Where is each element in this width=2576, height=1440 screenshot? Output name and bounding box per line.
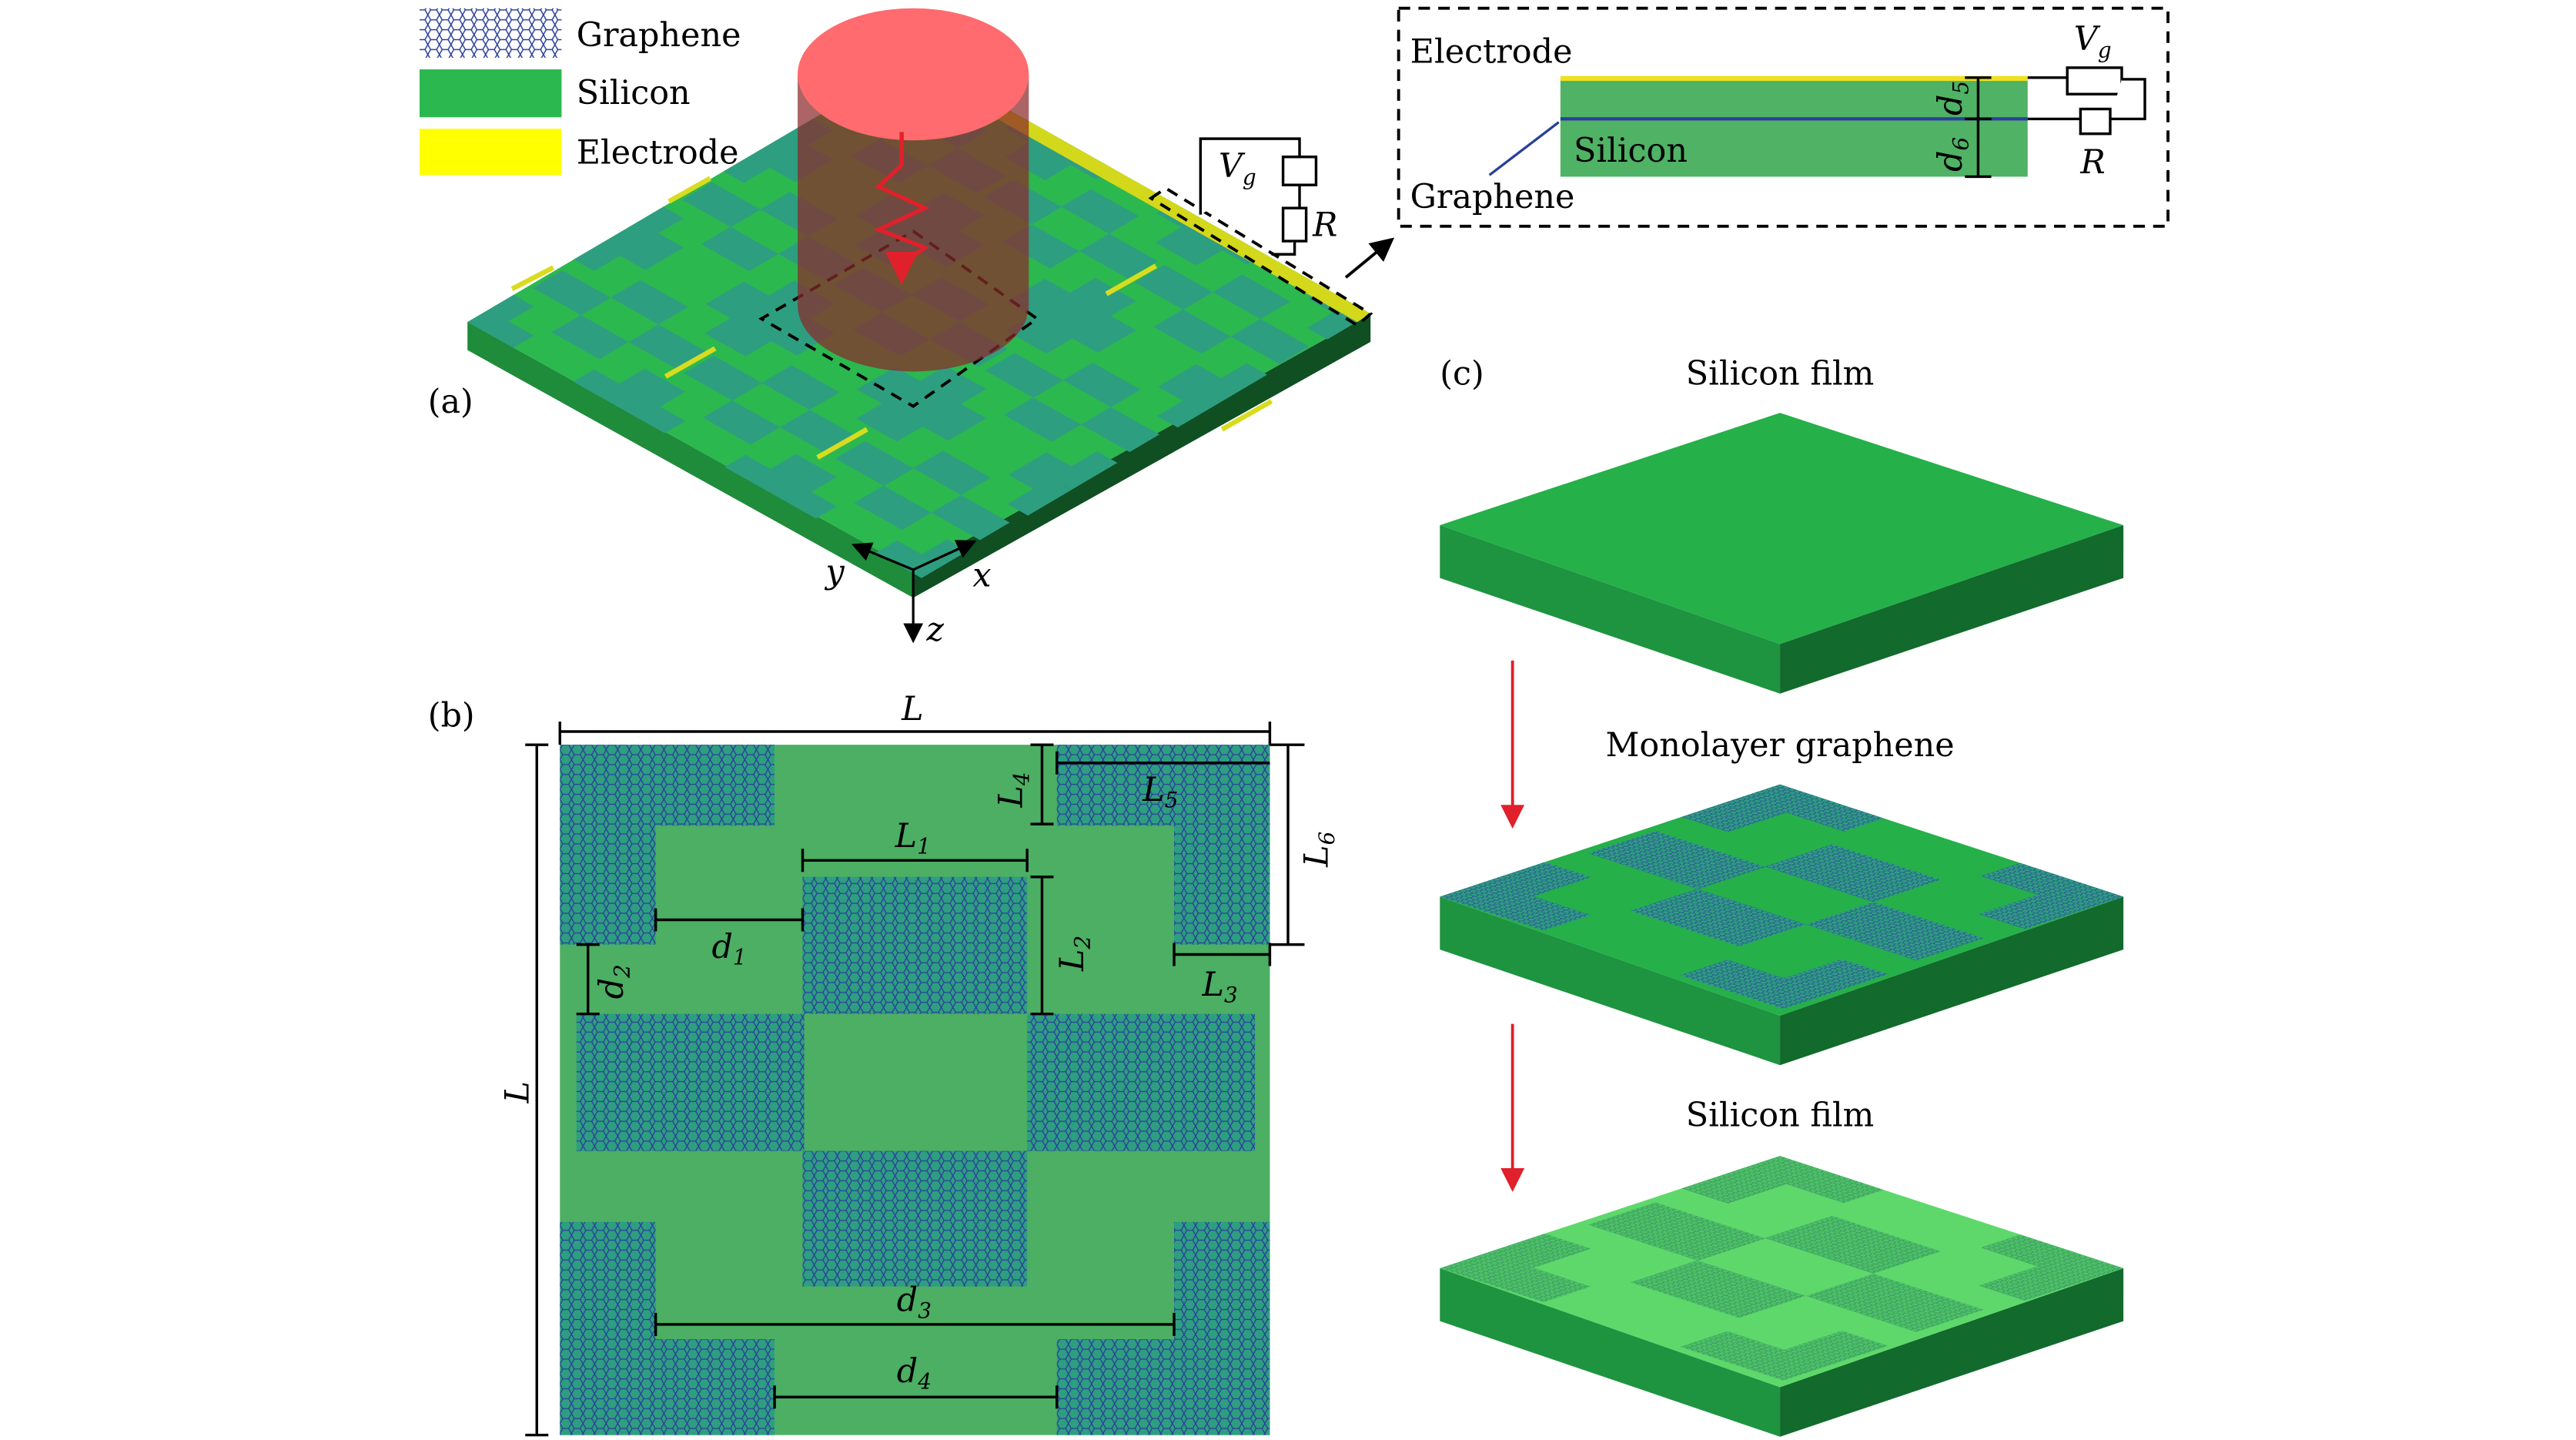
dim-L1: L1 xyxy=(895,817,931,859)
dim-L3: L3 xyxy=(1201,966,1237,1008)
legend-label-graphene: Graphene xyxy=(577,16,741,55)
incident-light-beam xyxy=(798,8,1029,372)
r-label: R xyxy=(1312,206,1337,245)
inset-r-label: R xyxy=(2079,143,2105,182)
inset-silicon-label: Silicon xyxy=(1574,132,1688,170)
panel-b-unit-cell: (b) L L L1 L2 L3 L4 L5 L6 d1 d2 d3 d4 xyxy=(428,690,1340,1437)
inset-graphene-label: Graphene xyxy=(1410,178,1575,216)
cross-section-inset: Electrode Silicon Graphene d5 d6 Vg R xyxy=(1397,6,2170,228)
resistor-symbol xyxy=(1281,206,1308,243)
dim-L6: L6 xyxy=(1297,832,1340,868)
legend-label-electrode: Electrode xyxy=(577,133,739,172)
axis-label-y: y xyxy=(825,553,845,591)
step-3-silicon-covered-slab xyxy=(1440,1156,2124,1437)
axis-label-z: z xyxy=(925,611,944,649)
slab-right-side xyxy=(913,313,1371,598)
vg-label: Vg xyxy=(1219,146,1256,190)
step-1-title: Silicon film xyxy=(1686,355,1875,393)
zoom-arrow-icon xyxy=(1344,237,1395,279)
graphene-leader-line xyxy=(1488,121,1560,176)
gate-circuit: Vg R xyxy=(1199,137,1337,256)
panel-label-b: (b) xyxy=(428,697,475,735)
legend-label-silicon: Silicon xyxy=(577,74,691,112)
d5-label: d5 xyxy=(1932,81,1974,116)
inset-resistor xyxy=(2079,107,2112,136)
dimension-lines xyxy=(525,722,1305,1437)
legend: Graphene Silicon Electrode xyxy=(419,8,741,176)
dim-L2: L2 xyxy=(1053,936,1096,972)
legend-swatch-silicon xyxy=(419,69,562,118)
dim-d1: d1 xyxy=(712,928,747,970)
panel-label-c: (c) xyxy=(1440,355,1484,393)
step-3-title: Silicon film xyxy=(1686,1097,1875,1135)
step-2-title: Monolayer graphene xyxy=(1606,726,1955,765)
inset-voltage-source xyxy=(2066,66,2123,95)
dim-d2: d2 xyxy=(593,964,635,999)
legend-swatch-electrode xyxy=(419,129,562,176)
coordinate-axes: y x z xyxy=(825,540,992,649)
voltage-source-symbol xyxy=(1281,156,1318,186)
step-2-graphene-slab xyxy=(1440,784,2124,1066)
light-wave-arrow-icon xyxy=(873,132,930,285)
axis-label-x: x xyxy=(972,556,991,594)
step-1-silicon-slab xyxy=(1440,413,2124,694)
electrode-layer xyxy=(1560,75,2028,82)
dim-d3: d3 xyxy=(897,1281,932,1324)
electrode-region-outline xyxy=(1148,186,1373,327)
dim-L4: L4 xyxy=(992,772,1035,808)
electrode-marks xyxy=(510,176,1273,460)
inset-electrode-label: Electrode xyxy=(1410,32,1573,71)
dim-L-left: L xyxy=(499,1081,537,1103)
slab-left-side xyxy=(467,322,914,598)
legend-swatch-graphene xyxy=(419,8,562,59)
panel-label-a: (a) xyxy=(428,383,473,421)
dim-L-top: L xyxy=(901,690,923,728)
d6-label: d6 xyxy=(1932,137,1974,172)
panel-c-fabrication-steps: (c) Silicon film Monolayer graphene Sili… xyxy=(1440,355,2124,1437)
dim-d4: d4 xyxy=(897,1352,932,1395)
inset-vg-label: Vg xyxy=(2074,19,2112,63)
panel-a-device: Vg R y x z (a) xyxy=(428,8,1395,649)
dim-L5: L5 xyxy=(1142,771,1178,813)
silicon-layer xyxy=(1560,79,2028,177)
